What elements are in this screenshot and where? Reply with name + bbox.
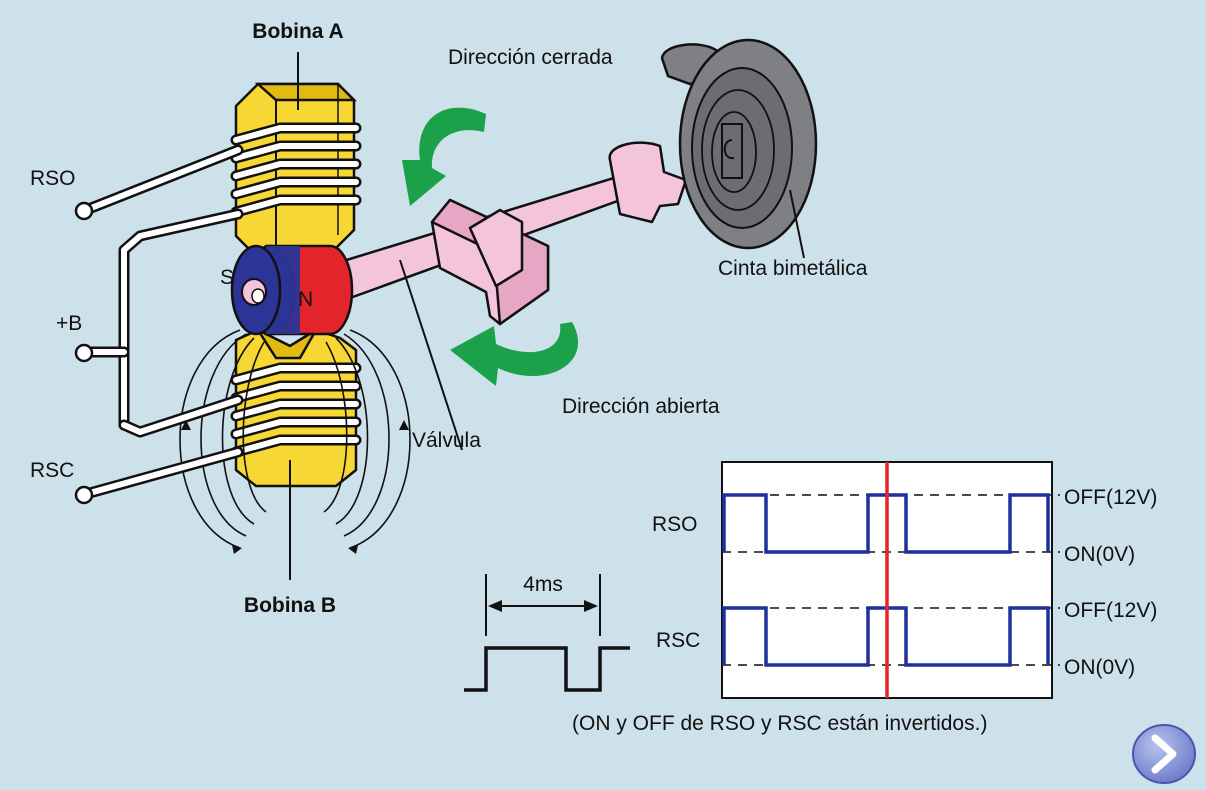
magnetic-field-lines (179, 329, 411, 554)
coil-b-label: Bobina B (244, 594, 336, 617)
terminal-rsc-label: RSC (30, 459, 74, 482)
off-level-label-top: OFF(12V) (1064, 486, 1157, 509)
rsc-terminal (74, 485, 94, 505)
timing-chart (721, 461, 1060, 699)
permanent-magnet (230, 244, 354, 336)
magnet-n-label: N (298, 288, 313, 311)
valve-shaft (338, 141, 688, 326)
off-level-label-bottom: OFF(12V) (1064, 599, 1157, 622)
pulse-period-indicator (464, 574, 630, 692)
valve-label: Válvula (412, 429, 481, 452)
bimetal-label: Cinta bimetálica (718, 257, 868, 280)
next-button[interactable] (1131, 723, 1197, 785)
rsc-signal-label: RSC (656, 629, 700, 652)
terminal-b-label: +B (56, 312, 82, 335)
on-level-label-bottom: ON(0V) (1064, 656, 1135, 679)
terminal-rso-label: RSO (30, 167, 76, 190)
wiring (74, 144, 244, 505)
coil-b (230, 326, 362, 580)
coil-a-label: Bobina A (252, 20, 343, 43)
b-terminal (74, 343, 94, 363)
closed-direction-arrow (402, 107, 486, 206)
coil-a (230, 52, 362, 254)
rso-signal-label: RSO (652, 513, 698, 536)
inversion-note: (ON y OFF de RSO y RSC están invertidos.… (572, 712, 987, 735)
on-level-label-top: ON(0V) (1064, 543, 1135, 566)
open-direction-label: Dirección abierta (562, 395, 720, 418)
period-label: 4ms (523, 573, 563, 596)
open-direction-arrow (450, 322, 579, 386)
rso-terminal (74, 201, 94, 221)
chevron-right-icon (1132, 724, 1196, 784)
closed-direction-label: Dirección cerrada (448, 46, 613, 69)
magnet-s-label: S (220, 266, 234, 289)
bimetal-coil (660, 38, 818, 250)
